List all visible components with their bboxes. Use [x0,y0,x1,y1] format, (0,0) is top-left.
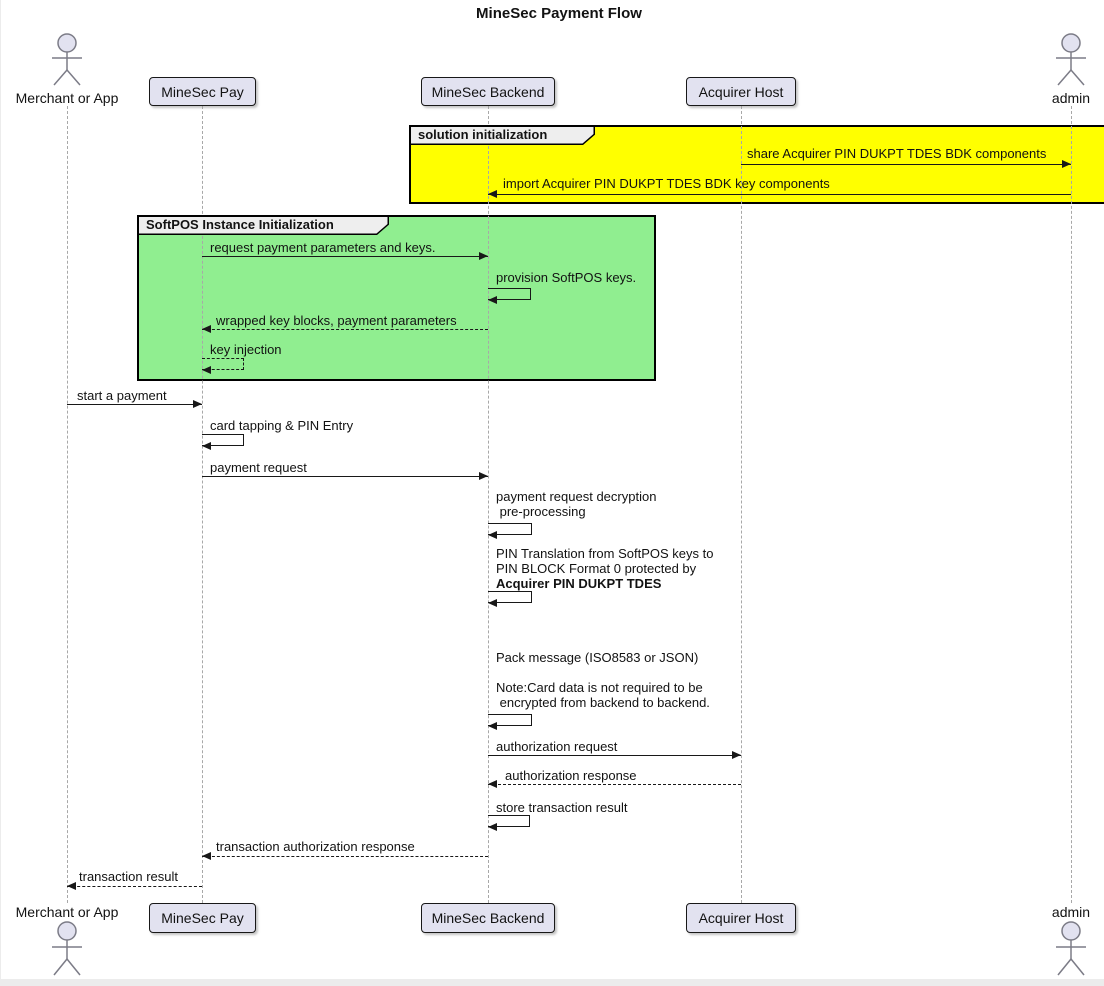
message-label: key injection [210,342,282,357]
self-message-loop [488,815,530,827]
arrowhead-right [193,400,202,408]
actor-label-merchant-top: Merchant or App [15,90,119,106]
message-label-text: PIN Translation from SoftPOS keys to PIN… [496,546,714,576]
message-line [488,755,741,756]
arrowhead-left [488,531,497,539]
message-line [202,329,488,330]
arrowhead-left [202,442,211,450]
message-line [488,194,1071,195]
lifeline-minesec-pay [202,106,203,903]
message-line [67,886,202,887]
participant-top-minesec-pay: MineSec Pay [149,77,256,106]
self-message-loop [488,591,532,603]
message-label: payment request decryption pre-processin… [496,489,657,519]
message-label: start a payment [77,388,167,403]
message-label: Pack message (ISO8583 or JSON) Note:Card… [496,650,710,710]
arrowhead-right [1062,160,1071,168]
group-softpos-initialization [137,215,656,381]
group-label: solution initialization [418,127,548,142]
arrowhead-left [488,599,497,607]
message-label: authorization request [496,739,618,754]
participant-label: Acquirer Host [698,83,784,100]
lifeline-acquirer-host [741,106,742,903]
arrowhead-left [488,722,497,730]
message-line [202,256,488,257]
message-label: provision SoftPOS keys. [496,270,637,285]
message-label: transaction authorization response [216,839,415,854]
arrowhead-right [479,252,488,260]
arrowhead-left [488,780,497,788]
message-label: payment request [210,460,307,475]
message-line [67,404,202,405]
arrowhead-left [488,190,497,198]
self-message-loop [488,523,532,535]
participant-bottom-minesec-backend: MineSec Backend [421,903,555,933]
actor-label-merchant-bottom: Merchant or App [15,904,119,920]
message-label: store transaction result [496,800,628,815]
message-line [741,164,1071,165]
participant-label: MineSec Pay [161,83,244,100]
window-bottom-edge [1,979,1104,986]
self-message-loop [488,288,531,300]
arrowhead-left [488,823,497,831]
arrowhead-left [202,325,211,333]
arrowhead-right [732,751,741,759]
message-label: share Acquirer PIN DUKPT TDES BDK compon… [747,146,1047,161]
lifeline-minesec-backend [488,106,489,903]
arrowhead-right [479,472,488,480]
message-label: wrapped key blocks, payment parameters [216,313,457,328]
message-line [202,856,488,857]
participant-label: MineSec Backend [431,910,545,926]
participant-top-minesec-backend: MineSec Backend [421,77,555,106]
participant-bottom-acquirer-host: Acquirer Host [686,903,796,933]
participant-bottom-minesec-pay: MineSec Pay [149,903,256,933]
actor-icon-merchant-bottom [52,921,82,976]
participant-label: Acquirer Host [698,910,784,926]
actor-icon-admin-top [1056,33,1086,86]
self-message-loop [202,434,244,446]
arrowhead-left [202,366,211,374]
self-message-loop [202,358,244,370]
message-label: import Acquirer PIN DUKPT TDES BDK key c… [503,176,830,191]
group-label: SoftPOS Instance Initialization [146,217,334,232]
message-line [488,784,741,785]
message-label: card tapping & PIN Entry [210,418,354,433]
lifeline-admin [1071,106,1072,903]
message-label-bold: Acquirer PIN DUKPT TDES [496,576,662,591]
message-label: authorization response [505,768,637,783]
tab-fill [139,217,388,234]
actor-label-admin-top: admin [1051,90,1091,106]
group-tab-solution-initialization: solution initialization [409,125,595,145]
message-line [202,476,488,477]
tab-fill [411,127,594,144]
arrowhead-left [488,296,497,304]
arrowhead-left [67,882,76,890]
message-label: transaction result [79,869,178,884]
actor-label-admin-bottom: admin [1051,904,1091,920]
message-label: request payment parameters and keys. [210,240,436,255]
participant-label: MineSec Backend [431,83,545,100]
actor-icon-merchant-top [52,33,82,86]
diagram-title: MineSec Payment Flow [476,5,642,22]
group-tab-softpos-initialization: SoftPOS Instance Initialization [137,215,389,235]
self-message-loop [488,714,532,726]
participant-label: MineSec Pay [161,910,244,926]
actor-icon-admin-bottom [1056,921,1086,976]
lifeline-merchant [67,106,68,903]
message-label: PIN Translation from SoftPOS keys to PIN… [496,546,713,591]
arrowhead-left [202,852,211,860]
participant-top-acquirer-host: Acquirer Host [686,77,796,106]
